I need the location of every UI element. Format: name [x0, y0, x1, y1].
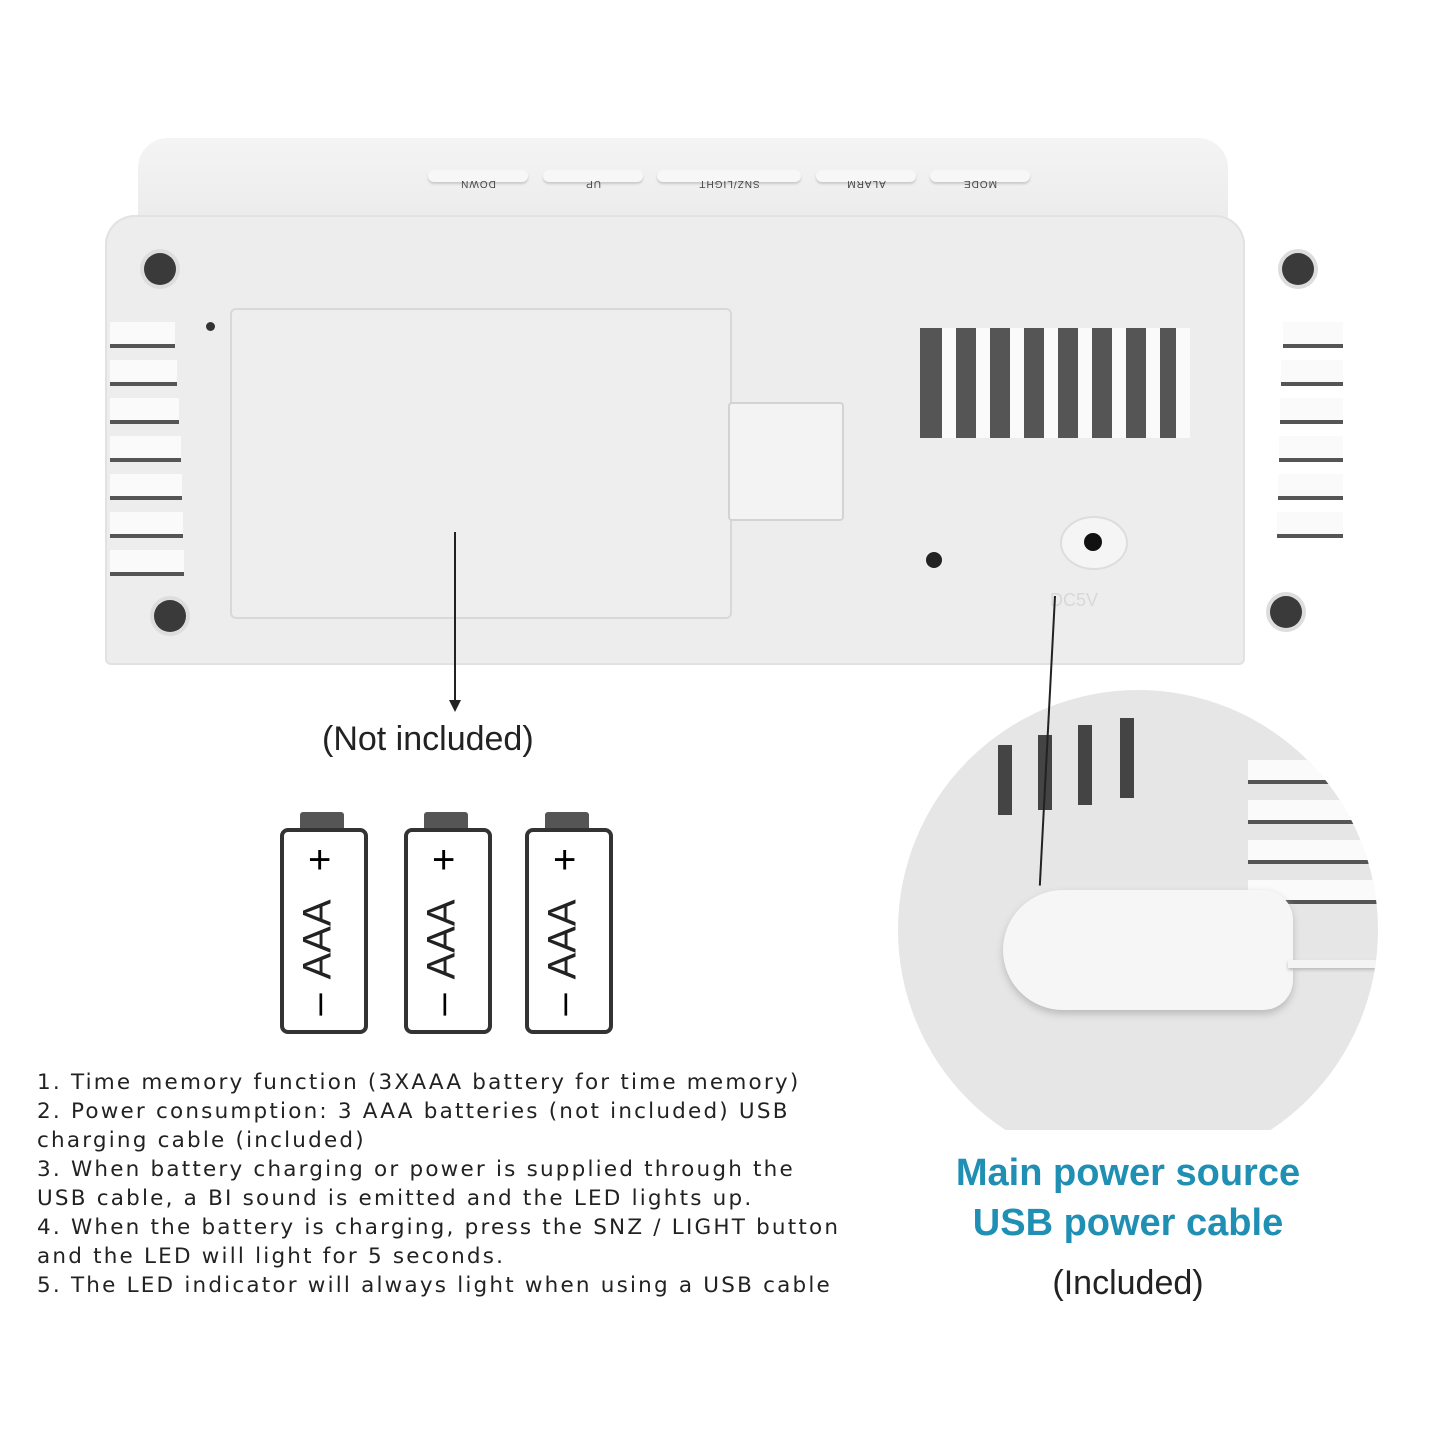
power-note: (Included): [1052, 1264, 1204, 1302]
aaa-battery-icon: + AAA –: [280, 828, 368, 1034]
usb-plug: [1003, 890, 1293, 1010]
alarm-button[interactable]: [816, 170, 916, 182]
battery-cap: [300, 812, 344, 828]
usb-closeup-photo: [898, 690, 1378, 1130]
battery-cover-latch[interactable]: [728, 402, 844, 521]
feature-item: 2. Power consumption: 3 AAA batteries (n…: [37, 1099, 790, 1153]
battery-cap: [424, 812, 468, 828]
port-label: DC5V: [1050, 590, 1099, 610]
screw-hole: [1282, 253, 1314, 285]
battery-note: (Not included): [322, 720, 534, 758]
battery-cap: [545, 812, 589, 828]
alarm-label: ALARM: [846, 178, 886, 189]
mode-label: MODE: [963, 178, 997, 189]
dc-jack-icon: [1084, 533, 1102, 551]
led-indicator: [206, 322, 215, 331]
down-label: DOWN: [460, 178, 496, 189]
up-button[interactable]: [543, 170, 643, 182]
battery-cover[interactable]: [230, 308, 732, 619]
aaa-battery-icon: + AAA –: [525, 828, 613, 1034]
up-label: UP: [585, 178, 601, 189]
aaa-battery-icon: + AAA –: [404, 828, 492, 1034]
feature-item: 4. When the battery is charging, press t…: [37, 1215, 841, 1269]
mode-button[interactable]: [930, 170, 1030, 182]
arrow-down-icon: [449, 700, 461, 712]
reset-hole[interactable]: [926, 552, 942, 568]
feature-item: 3. When battery charging or power is sup…: [37, 1157, 795, 1211]
power-title-line1: Main power source: [955, 1152, 1301, 1194]
screw-hole: [144, 253, 176, 285]
dc-jack[interactable]: [1062, 518, 1126, 568]
screw-hole: [154, 600, 186, 632]
screw-hole: [1270, 596, 1302, 628]
feature-item: 1. Time memory function (3XAAA battery f…: [37, 1070, 801, 1095]
usb-cable: [1288, 960, 1378, 968]
snz-light-label: SNZ/LIGHT: [698, 178, 760, 189]
snz-light-button[interactable]: [657, 170, 801, 182]
down-button[interactable]: [428, 170, 528, 182]
feature-item: 5. The LED indicator will always light w…: [37, 1273, 832, 1298]
feature-list: 1. Time memory function (3XAAA battery f…: [37, 1068, 840, 1300]
battery-pointer-line: [454, 532, 456, 704]
power-title-line2: USB power cable: [972, 1202, 1284, 1244]
